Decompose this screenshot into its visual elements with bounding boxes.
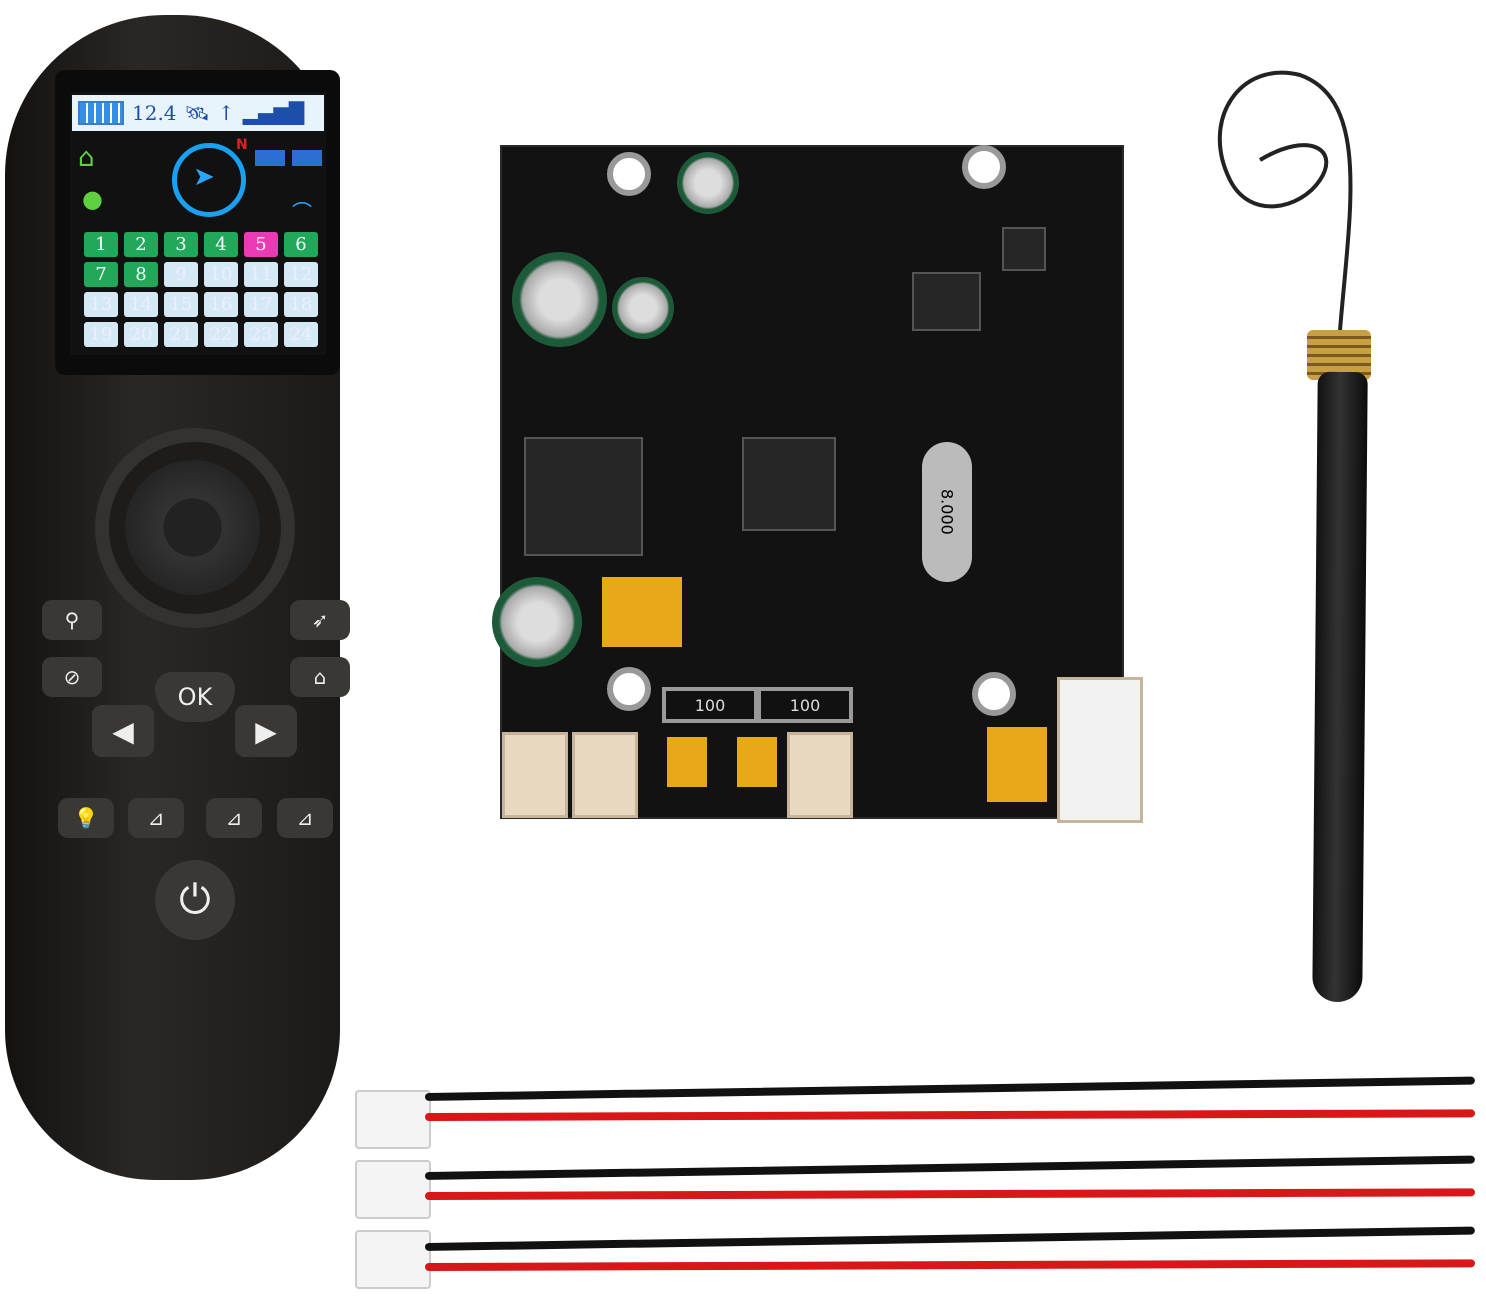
channel-cell: 17 (244, 292, 278, 317)
channel-cell: 4 (204, 232, 238, 257)
connector-icon (255, 150, 285, 166)
seat-button-2[interactable]: ⊿ (206, 798, 262, 838)
channel-cell: 10 (204, 262, 238, 287)
location-pin-icon: ● (82, 185, 103, 213)
channel-cell: 18 (284, 292, 318, 317)
channel-cell: 1 (84, 232, 118, 257)
direction-arrow-icon: ➤ (193, 162, 215, 192)
channel-cell: 23 (244, 322, 278, 347)
connector-icon (292, 150, 322, 166)
channel-cell: 6 (284, 232, 318, 257)
compass-north: N (236, 137, 248, 153)
channel-cell: 22 (204, 322, 238, 347)
channel-cell: 19 (84, 322, 118, 347)
compass-icon: ⊘ (63, 665, 81, 689)
seat-button-1[interactable]: ⊿ (128, 798, 184, 838)
resistor: 100 (662, 687, 758, 723)
red-wire (424, 1188, 1476, 1200)
seat-button-3[interactable]: ⊿ (277, 798, 333, 838)
arrow-up-icon: ↑ (217, 101, 235, 125)
channel-cell: 14 (124, 292, 158, 317)
channel-cell: 13 (84, 292, 118, 317)
navigate-button[interactable]: ➶ (290, 600, 350, 640)
location-icon: ⚲ (64, 608, 80, 632)
location-button[interactable]: ⚲ (42, 600, 102, 640)
navigate-icon: ➶ (311, 608, 329, 632)
right-button[interactable]: ▶ (235, 705, 297, 757)
circuit-board: 8.000 100 100 (492, 145, 1143, 823)
compass-button[interactable]: ⊘ (42, 657, 102, 697)
antenna (1312, 371, 1368, 1003)
power-icon: ⏻ (179, 877, 211, 923)
left-button[interactable]: ◀ (92, 705, 154, 757)
right-arrow-icon: ▶ (255, 714, 277, 748)
battery-icon (78, 101, 124, 125)
status-bar: 12.4 🛰 ↑ ▂▄▆█ (72, 95, 324, 131)
red-wire (424, 1109, 1476, 1121)
channel-cell: 8 (124, 262, 158, 287)
home-button[interactable]: ⌂ (290, 657, 350, 697)
red-wire (424, 1259, 1476, 1271)
seat-icon: ⊿ (225, 806, 243, 830)
voltage: 12.4 (132, 101, 177, 125)
channel-cell: 5 (244, 232, 278, 257)
black-wire (424, 1076, 1475, 1101)
signal-icon: ▂▄▆█ (242, 101, 305, 125)
seat-icon: ⊿ (147, 806, 165, 830)
left-arrow-icon: ◀ (112, 714, 134, 748)
channel-cell: 15 (164, 292, 198, 317)
crystal: 8.000 (922, 442, 972, 582)
channel-cell: 9 (164, 262, 198, 287)
channel-cell: 7 (84, 262, 118, 287)
channel-cell: 12 (284, 262, 318, 287)
home-icon: ⌂ (313, 665, 327, 689)
seat-icon: ⌒ (292, 200, 312, 224)
compass-icon (172, 143, 246, 217)
wire-connector (355, 1230, 431, 1289)
speaker-grille (125, 460, 260, 595)
bulb-icon: 💡 (73, 806, 99, 830)
black-wire (424, 1226, 1475, 1251)
seat-icon: ⊿ (296, 806, 314, 830)
ok-button[interactable]: OK (155, 672, 235, 722)
black-wire (424, 1155, 1475, 1180)
channel-cell: 3 (164, 232, 198, 257)
channel-cell: 11 (244, 262, 278, 287)
channel-cell: 24 (284, 322, 318, 347)
antenna-cable (1217, 70, 1353, 331)
channel-cell: 20 (124, 322, 158, 347)
channel-cell: 2 (124, 232, 158, 257)
light-button[interactable]: 💡 (58, 798, 114, 838)
resistor: 100 (757, 687, 853, 723)
wire-connector (355, 1160, 431, 1219)
home-icon: ⌂ (78, 143, 95, 173)
satellite-icon: 🛰 (184, 101, 210, 125)
wire-connector (355, 1090, 431, 1149)
antenna-connector (1307, 330, 1371, 380)
channel-cell: 16 (204, 292, 238, 317)
channel-cell: 21 (164, 322, 198, 347)
power-button[interactable]: ⏻ (155, 860, 235, 940)
